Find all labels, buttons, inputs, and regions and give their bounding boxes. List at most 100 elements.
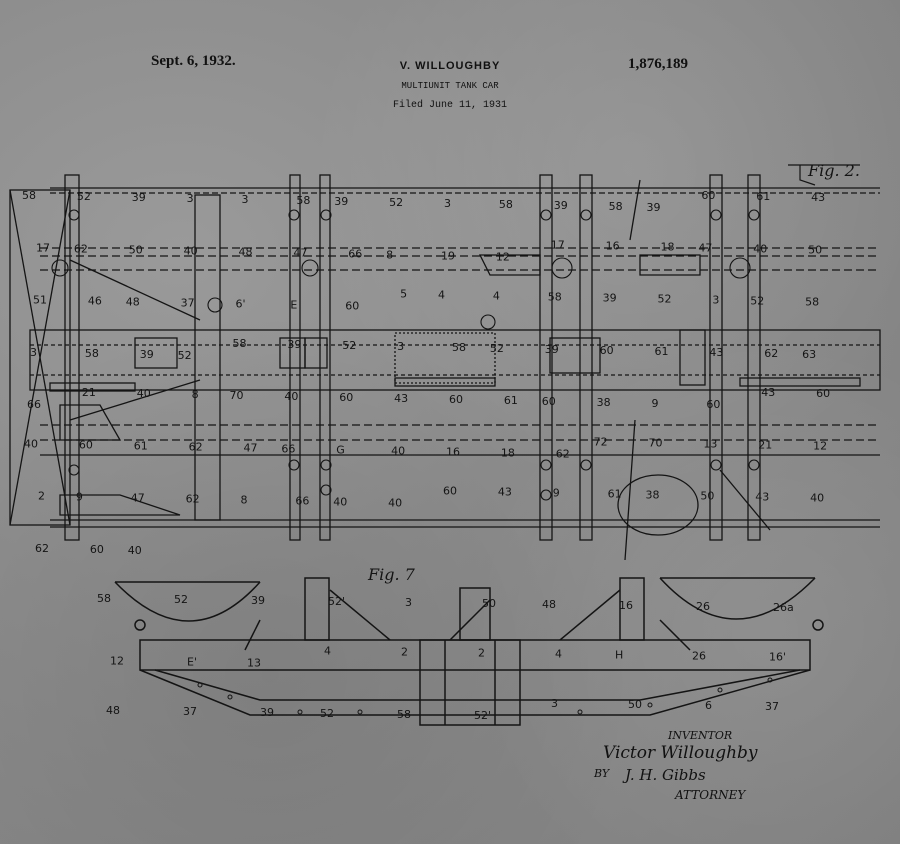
reference-numeral: 9 bbox=[76, 491, 83, 504]
center-sill bbox=[29, 329, 881, 391]
reference-numeral: 37 bbox=[183, 705, 197, 718]
reference-numeral: 62 bbox=[35, 542, 49, 555]
reference-numeral: 12 bbox=[110, 655, 124, 668]
reference-numeral: 52 bbox=[77, 190, 91, 203]
reference-numeral: H bbox=[615, 649, 623, 662]
inventor-name: V. WILLOUGHBY bbox=[399, 60, 501, 72]
reference-numeral: 61 bbox=[655, 345, 669, 358]
reference-numeral: 50 bbox=[700, 490, 714, 503]
reference-numeral: 3 bbox=[397, 340, 404, 353]
fig-2-plan-view bbox=[9, 164, 881, 561]
reference-numeral: 66 bbox=[348, 247, 362, 260]
reference-numeral: 60 bbox=[706, 398, 720, 411]
reference-numeral: 58 bbox=[97, 592, 111, 605]
rivet-row bbox=[197, 677, 773, 715]
reference-numeral: 16 bbox=[446, 445, 460, 458]
reference-numeral: 26 bbox=[696, 600, 710, 613]
reference-numeral: 16 bbox=[606, 239, 620, 252]
reference-numeral: 60 bbox=[443, 485, 457, 498]
reference-numeral: 58 bbox=[296, 194, 310, 207]
reference-numeral: 52 bbox=[490, 342, 504, 355]
reference-numeral: 63 bbox=[802, 348, 816, 361]
reference-numeral: 37 bbox=[765, 700, 779, 713]
reference-numeral: 38 bbox=[646, 489, 660, 502]
reference-numeral: 58 bbox=[233, 337, 247, 350]
crossbearers bbox=[64, 174, 761, 541]
patent-title: MULTIUNIT TANK CAR bbox=[401, 81, 499, 91]
reference-numeral: 39 bbox=[554, 199, 568, 212]
reference-numeral: 43 bbox=[755, 491, 769, 504]
reference-numeral: 52 bbox=[658, 293, 672, 306]
fig-7-cross-section bbox=[114, 577, 824, 726]
reference-numeral: 39 bbox=[603, 292, 617, 305]
reference-numeral: 4 bbox=[438, 289, 445, 302]
reference-numeral: 21 bbox=[758, 438, 772, 451]
reference-numeral: 58 bbox=[452, 341, 466, 354]
fig-7-label: Fig. 7 bbox=[367, 565, 416, 584]
reference-numeral: 62 bbox=[74, 242, 88, 255]
reference-numeral: 39 bbox=[334, 195, 348, 208]
reference-numeral: 60 bbox=[816, 387, 830, 400]
reference-numeral: 40 bbox=[284, 390, 298, 403]
reference-numeral: 43 bbox=[811, 191, 825, 204]
reference-numeral: 58 bbox=[548, 291, 562, 304]
reference-numeral: 48 bbox=[239, 245, 253, 258]
reference-numeral: 70 bbox=[649, 436, 663, 449]
reference-numeral: 8 bbox=[192, 388, 199, 401]
reference-numeral: 13 bbox=[247, 657, 261, 670]
reference-numeral: 3 bbox=[242, 193, 249, 206]
reference-numeral: 40 bbox=[753, 242, 767, 255]
reference-numeral: 39 bbox=[260, 706, 274, 719]
reference-numeral: 38 bbox=[597, 396, 611, 409]
reference-numeral: 39 bbox=[132, 191, 146, 204]
reference-numeral: 62 bbox=[186, 493, 200, 506]
reference-numeral: 60 bbox=[345, 300, 359, 313]
reference-numeral: 48 bbox=[106, 704, 120, 717]
reference-numeral: 18 bbox=[661, 240, 675, 253]
reference-numeral: 4 bbox=[555, 648, 562, 661]
reference-numeral: 16' bbox=[769, 651, 786, 664]
reference-numeral: 18 bbox=[501, 446, 515, 459]
reference-numeral: 61 bbox=[504, 394, 518, 407]
attorney-signature: J. H. Gibbs bbox=[625, 766, 706, 784]
reference-numeral: 58 bbox=[22, 189, 36, 202]
reference-numeral: 37 bbox=[181, 297, 195, 310]
reference-numeral: 58 bbox=[609, 200, 623, 213]
reference-numeral: 60 bbox=[79, 438, 93, 451]
reference-numeral: 48 bbox=[542, 598, 556, 611]
reference-numeral: 40 bbox=[137, 387, 151, 400]
reference-numeral: 58 bbox=[397, 708, 411, 721]
reference-numeral: 43 bbox=[761, 386, 775, 399]
reference-numeral: 52 bbox=[174, 593, 188, 606]
reference-numeral: 47 bbox=[131, 492, 145, 505]
reference-numeral: 12 bbox=[813, 439, 827, 452]
rivet-heads bbox=[51, 209, 760, 501]
tank-right bbox=[659, 577, 816, 620]
reference-numeral: 47 bbox=[293, 246, 307, 259]
reference-numeral: 43 bbox=[709, 346, 723, 359]
patent-number: 1,876,189 bbox=[628, 56, 688, 72]
reference-numeral: 52 bbox=[342, 339, 356, 352]
reference-numeral: 61 bbox=[134, 439, 148, 452]
bolster-bottom bbox=[139, 669, 811, 716]
reference-numeral: 9 bbox=[553, 487, 560, 500]
reference-numeral: 4 bbox=[493, 290, 500, 303]
reference-numeral: E' bbox=[187, 656, 197, 669]
center-sill-section bbox=[419, 639, 521, 726]
reference-numeral: 43 bbox=[498, 486, 512, 499]
reference-numeral: 50 bbox=[628, 698, 642, 711]
reference-numeral: 2 bbox=[401, 646, 408, 659]
reference-numeral: 66 bbox=[281, 442, 295, 455]
reference-numeral: 39 bbox=[251, 594, 265, 607]
reference-numeral: 6' bbox=[236, 298, 246, 311]
reference-numeral: 3 bbox=[187, 192, 194, 205]
reference-numeral: 39 bbox=[647, 201, 661, 214]
reference-numeral: 39 bbox=[287, 338, 301, 351]
reference-numeral: E bbox=[290, 299, 297, 312]
reference-numeral: 46 bbox=[88, 295, 102, 308]
reference-numeral: 62 bbox=[556, 447, 570, 460]
reference-numeral: 60 bbox=[701, 189, 715, 202]
